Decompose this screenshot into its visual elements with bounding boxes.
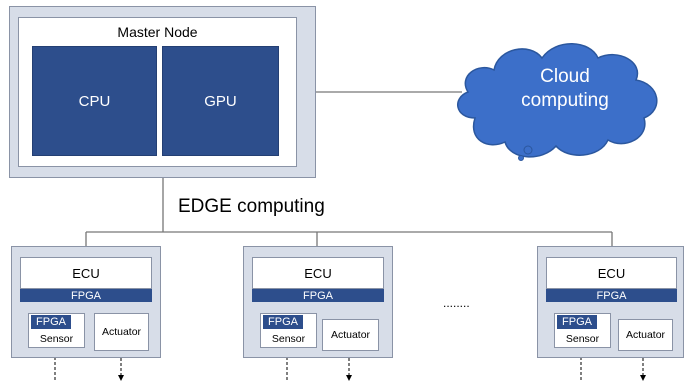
sensor-box: FPGA Sensor <box>554 313 611 348</box>
sensor-label: Sensor <box>565 333 600 345</box>
fpga-bar: FPGA <box>252 289 384 302</box>
actuator-box: Actuator <box>94 313 149 351</box>
fpga-bar: FPGA <box>20 289 152 302</box>
edge-computing-label: EDGE computing <box>178 196 325 217</box>
sensor-fpga-label: FPGA <box>263 315 303 329</box>
cloud-label: Cloud computing <box>505 62 625 116</box>
cloud-label-line2: computing <box>521 90 609 111</box>
cloud-puff <box>523 145 533 155</box>
master-node-title: Master Node <box>117 24 198 40</box>
ellipsis: ........ <box>443 296 470 310</box>
ecu-box: ECU <box>546 257 677 289</box>
edge-unit: ECU FPGA FPGA Sensor Actuator <box>11 246 161 358</box>
sensor-fpga-label: FPGA <box>557 315 597 329</box>
sensor-box: FPGA Sensor <box>260 313 317 348</box>
edge-unit: ECU FPGA FPGA Sensor Actuator <box>243 246 393 358</box>
master-node: Master Node CPU GPU <box>9 6 316 178</box>
fpga-bar: FPGA <box>546 289 677 302</box>
ecu-box: ECU <box>252 257 384 289</box>
gpu-block: GPU <box>162 46 279 156</box>
sensor-label: Sensor <box>39 333 74 345</box>
cpu-block: CPU <box>32 46 157 156</box>
ecu-box: ECU <box>20 257 152 289</box>
actuator-box: Actuator <box>322 319 379 351</box>
actuator-box: Actuator <box>618 319 673 351</box>
sensor-fpga-label: FPGA <box>31 315 71 329</box>
cloud-puff <box>518 155 524 161</box>
sensor-label: Sensor <box>271 333 306 345</box>
cloud-shape <box>457 43 658 158</box>
master-node-inner: Master Node CPU GPU <box>18 17 297 167</box>
edge-unit: ECU FPGA FPGA Sensor Actuator <box>537 246 684 358</box>
cloud-label-line1: Cloud <box>540 66 590 87</box>
sensor-box: FPGA Sensor <box>28 313 85 348</box>
